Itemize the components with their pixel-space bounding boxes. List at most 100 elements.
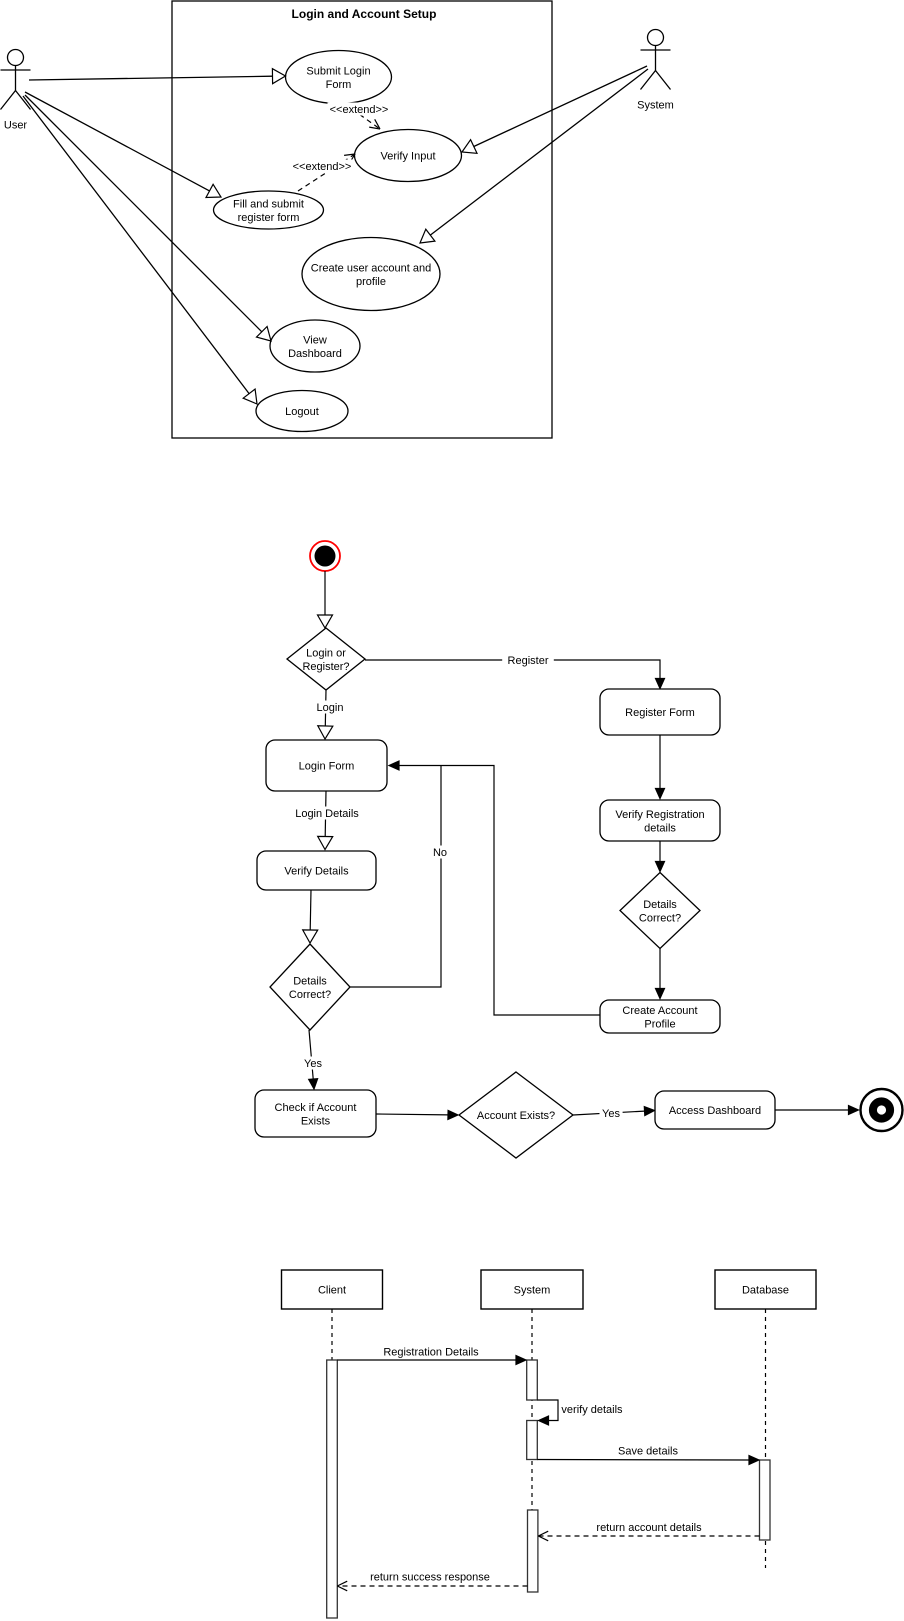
start-node-icon	[314, 545, 336, 567]
participant-system-box	[480, 1269, 584, 1310]
decision-login-or-register-diamond	[285, 627, 367, 691]
action-verify-registration-details-box	[599, 799, 721, 842]
end-node-inner-icon	[868, 1097, 895, 1123]
end-node-outer-icon	[859, 1087, 904, 1133]
actor-user-right-leg	[14, 90, 32, 110]
details-no-line	[350, 765, 442, 988]
register-branch-line	[365, 659, 661, 679]
action-login-form-label: Login Form	[299, 761, 355, 773]
register-to-verify-arrowhead-icon	[654, 787, 666, 800]
assoc-system-verify-input-arrowhead-icon	[460, 138, 478, 154]
msg-registration-details-arrowhead-icon	[515, 1354, 528, 1366]
decision-account-exists-diamond	[457, 1071, 575, 1159]
use-case-verify-input-label: Verify Input	[380, 151, 435, 163]
system-activation-2-bar	[526, 1419, 538, 1461]
extend-submit-to-verify-label: <<extend>>	[330, 104, 389, 116]
start-to-decision-arrowhead-icon	[316, 614, 334, 630]
decision-details-correct-register-diamond	[619, 871, 701, 950]
verify-to-decision-line	[309, 889, 312, 931]
action-register-form: Register Form	[599, 688, 721, 736]
exists-yes-label-bg	[599, 1106, 623, 1120]
use-case-logout-ellipse	[255, 389, 349, 433]
use-case-verify-input: Verify Input	[353, 128, 463, 183]
system-activation-3-bar	[526, 1509, 539, 1593]
login-branch-arrowhead-icon	[316, 725, 334, 741]
loop-to-login-form-arrowhead-icon	[387, 760, 400, 771]
use-case-title: Login and Account Setup	[292, 7, 437, 21]
use-case-logout-label: Logout	[285, 406, 319, 418]
participant-client: Client	[280, 1269, 384, 1310]
register-branch-label-bg	[502, 653, 554, 667]
participant-system-label: System	[514, 1285, 551, 1297]
exists-yes-label: Yes	[602, 1108, 620, 1120]
action-verify-details-label: Verify Details	[284, 866, 349, 878]
msg-return-account-details-open-arrowhead-icon	[538, 1530, 549, 1537]
login-branch-label-bg	[312, 700, 348, 714]
decision-account-exists: Account Exists?	[457, 1071, 575, 1159]
participant-database-label: Database	[742, 1285, 789, 1297]
extend-register-to-verify-open-arrowhead-icon	[344, 153, 356, 156]
verify-to-correct-arrowhead-icon	[654, 860, 666, 873]
actor-user-left-leg	[0, 90, 17, 110]
assoc-user-submit-login-arrowhead-icon	[271, 67, 287, 85]
msg-save-details-line	[537, 1458, 750, 1461]
action-register-form-label: Register Form	[625, 707, 695, 719]
assoc-user-submit-login-line	[28, 75, 273, 81]
action-login-form: Login Form	[265, 739, 388, 792]
system-activation-1-bar	[526, 1359, 538, 1401]
msg-return-account-details-label: return account details	[596, 1522, 702, 1534]
register-branch-label: Register	[508, 655, 549, 667]
participant-client-box	[280, 1269, 384, 1310]
use-case-create-user-account-and-profile-ellipse	[301, 236, 441, 312]
msg-verify-details-arrowhead-icon	[537, 1415, 550, 1426]
actor-system-label: System	[637, 100, 674, 112]
msg-return-success-response-open-arrowhead-icon	[337, 1580, 348, 1587]
use-case-view-dashboard-ellipse	[269, 319, 361, 373]
login-details-label: Login Details	[295, 808, 359, 820]
action-check-if-account-exists-box	[254, 1089, 377, 1138]
assoc-user-logout-line	[22, 95, 250, 394]
loop-to-login-form-line	[399, 764, 600, 1016]
extend-submit-to-verify-label-bg	[327, 102, 391, 116]
participant-client-label: Client	[318, 1285, 346, 1297]
action-access-dashboard: Access Dashboard	[654, 1090, 776, 1130]
decision-account-exists-label: Account Exists?	[477, 1110, 555, 1122]
actor-system: System	[637, 28, 674, 112]
assoc-system-verify-input-line	[473, 65, 648, 148]
msg-return-success-response-open-arrowhead-icon	[337, 1585, 348, 1592]
participant-database: Database	[714, 1269, 817, 1310]
assoc-system-create-account-line	[429, 68, 649, 236]
use-case-boundary	[171, 0, 553, 439]
actor-system-left-leg	[639, 70, 657, 90]
action-login-form-box	[265, 739, 388, 792]
assoc-user-view-dashboard-line	[24, 94, 263, 333]
register-branch-arrowhead-icon	[654, 677, 666, 690]
participant-database-box	[714, 1269, 817, 1310]
actor-user: User	[0, 48, 32, 132]
database-activation-bar	[758, 1459, 771, 1541]
decision-details-correct-login-diamond	[269, 943, 351, 1031]
use-case-fill-and-submit-register-form-ellipse	[212, 190, 325, 230]
check-to-exists-arrowhead-icon	[447, 1109, 460, 1121]
msg-verify-details-line	[537, 1399, 559, 1422]
msg-save-details-label: Save details	[618, 1446, 678, 1458]
assoc-user-fill-register-arrowhead-icon	[204, 183, 223, 199]
action-create-account-profile-box	[599, 999, 721, 1034]
